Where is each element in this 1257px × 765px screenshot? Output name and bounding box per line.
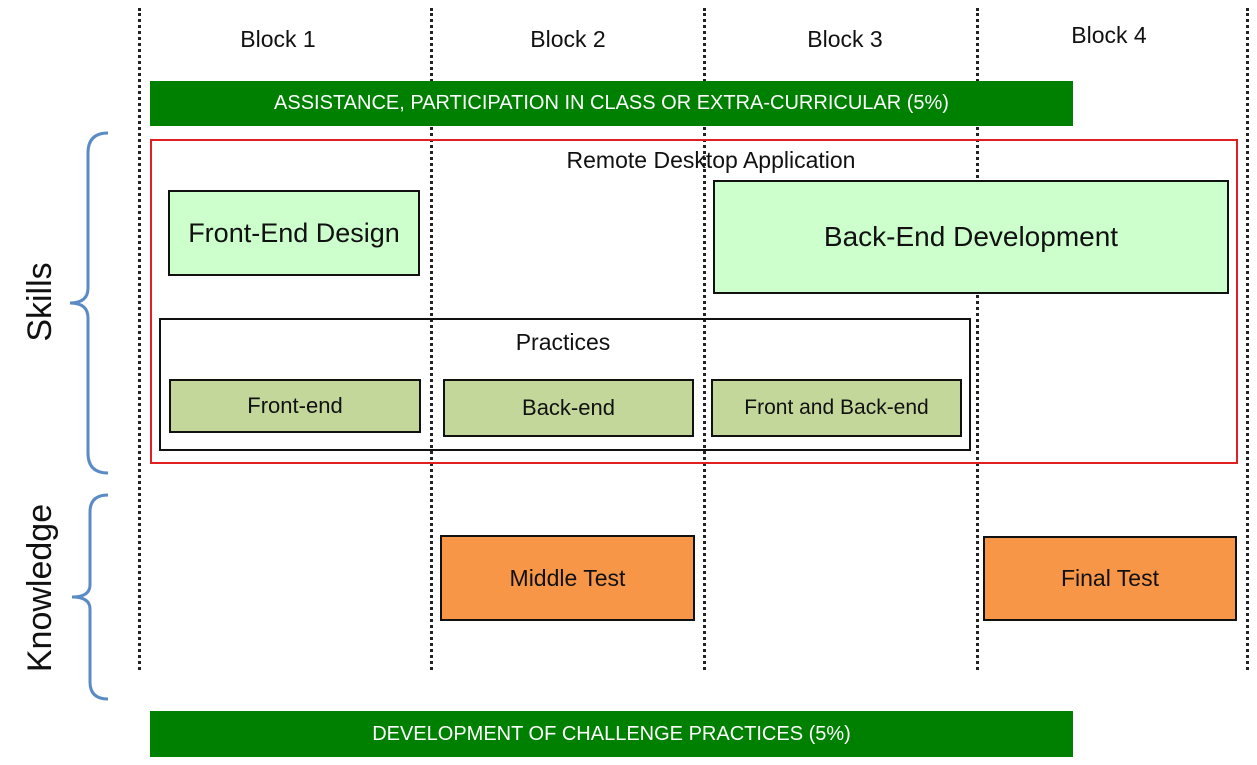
project-title: Remote Desktop Application: [566, 147, 856, 173]
block-separator-4: [976, 8, 979, 670]
front-end-design-label: Front-End Design: [188, 217, 400, 248]
block-4-label: Block 4: [1071, 22, 1147, 48]
practices-title: Practices: [515, 329, 611, 355]
skills-bracket: [69, 131, 109, 475]
practices-group: [159, 318, 971, 451]
block-separator-5: [1246, 8, 1249, 670]
final-test-box: Final Test: [983, 536, 1237, 621]
block-2-label: Block 2: [530, 26, 606, 52]
skills-label: Skills: [21, 262, 59, 342]
knowledge-bracket: [71, 493, 109, 701]
practice-back-end: Back-end: [443, 379, 694, 437]
project-frame: [150, 139, 1238, 464]
front-end-design-box: Front-End Design: [168, 190, 420, 276]
practice-front-end: Front-end: [169, 379, 421, 433]
knowledge-label: Knowledge: [21, 503, 59, 673]
block-separator-1: [138, 8, 141, 670]
back-end-development-label: Back-End Development: [823, 221, 1119, 252]
participation-bar: ASSISTANCE, PARTICIPATION IN CLASS OR EX…: [150, 81, 1073, 126]
block-separator-2: [430, 8, 433, 670]
block-1-label: Block 1: [240, 26, 316, 52]
practice-front-and-back-end: Front and Back-end: [711, 379, 962, 437]
back-end-development-box: Back-End Development: [713, 180, 1229, 294]
block-3-label: Block 3: [807, 26, 883, 52]
block-separator-3: [703, 8, 706, 670]
challenge-practices-bar: DEVELOPMENT OF CHALLENGE PRACTICES (5%): [150, 711, 1073, 757]
middle-test-box: Middle Test: [440, 535, 695, 621]
